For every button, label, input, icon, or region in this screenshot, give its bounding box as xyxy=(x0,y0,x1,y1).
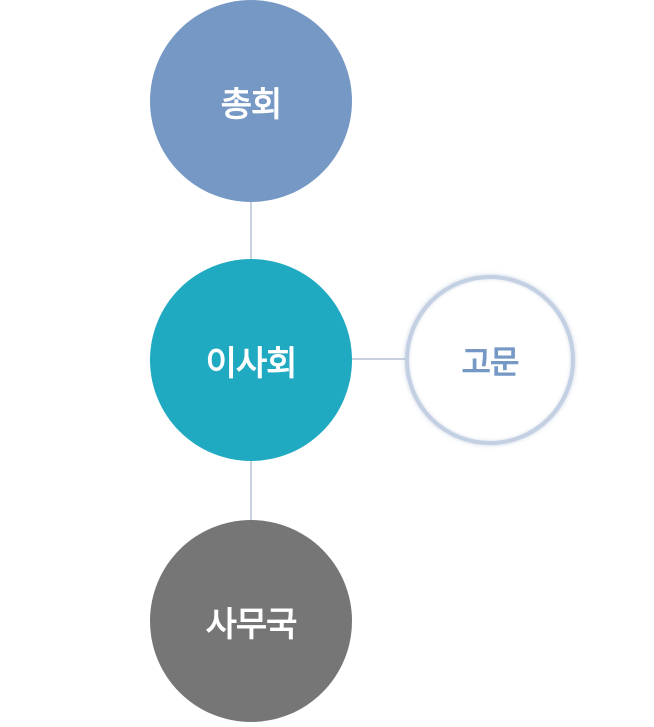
node-secretariat: 사무국 xyxy=(150,520,352,722)
node-board-label: 이사회 xyxy=(205,343,298,384)
node-general-assembly-label: 총회 xyxy=(220,84,283,125)
node-advisor-label: 고문 xyxy=(461,343,520,381)
node-general-assembly: 총회 xyxy=(150,0,352,202)
node-advisor: 고문 xyxy=(405,275,575,445)
connector-board-advisor xyxy=(352,358,408,360)
node-board: 이사회 xyxy=(150,259,352,461)
connector-board-office xyxy=(250,460,252,522)
connector-general-board xyxy=(250,200,252,262)
node-secretariat-label: 사무국 xyxy=(205,604,298,645)
